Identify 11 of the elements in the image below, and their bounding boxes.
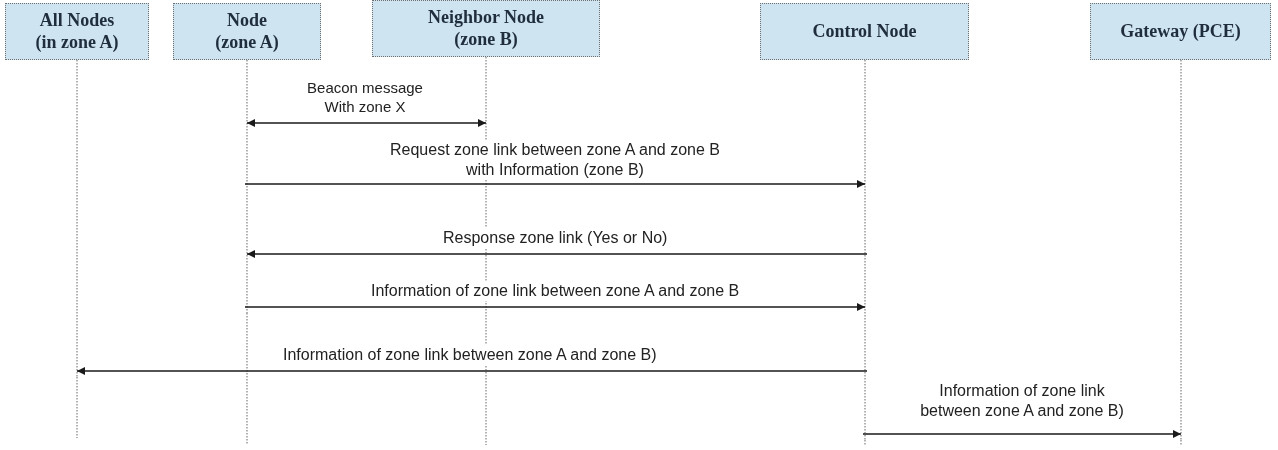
message-arrow — [862, 430, 1182, 438]
message-arrow — [246, 119, 487, 127]
participant-name: Node (zone A) — [214, 9, 280, 54]
participant-name: All Nodes (in zone A) — [34, 9, 120, 54]
participant-name: Neighbor Node (zone B) — [426, 6, 546, 51]
participant-name: Control Node — [812, 20, 917, 43]
participant-name: Gateway (PCE) — [1120, 20, 1241, 43]
message-arrow — [244, 303, 866, 311]
message-arrow — [244, 180, 866, 188]
message-arrow — [246, 250, 868, 258]
message-arrow — [76, 367, 868, 375]
